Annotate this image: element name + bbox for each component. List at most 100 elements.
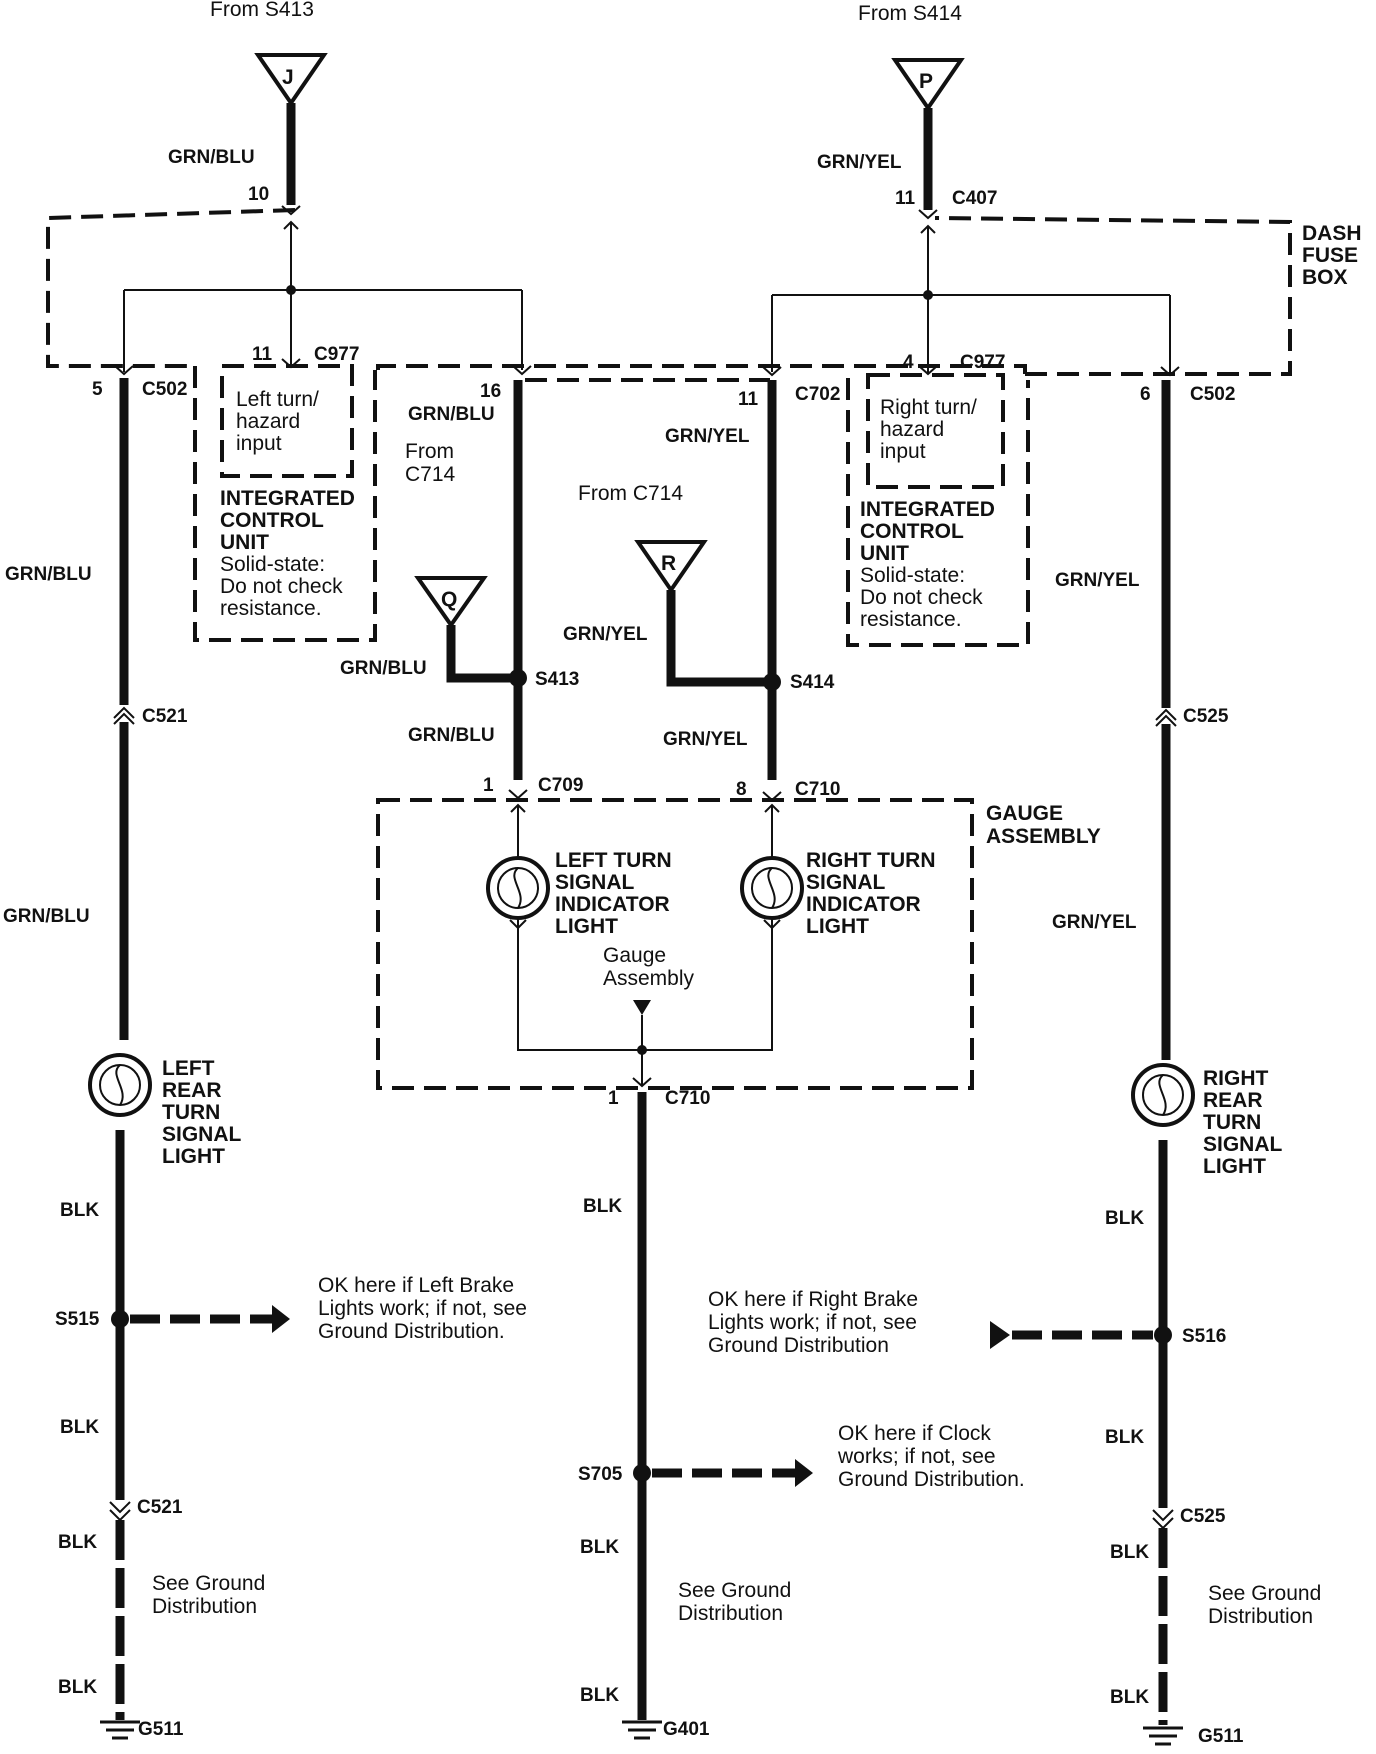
bulb-filament-curve (1158, 1074, 1167, 1116)
bulb-filament-curve (767, 867, 776, 909)
note-clock-1: OK here if Clock (838, 1422, 991, 1445)
wire-label-grn-yel-right-2: GRN/YEL (1052, 912, 1137, 933)
arrow-up (920, 224, 936, 234)
right-icu-note-1: Solid-state: (860, 564, 965, 587)
c710-lower-label: C710 (665, 1088, 710, 1109)
note-clock-2: works; if not, see (837, 1445, 996, 1468)
left-icu-note-2: Do not check (220, 575, 343, 598)
s515-splice (111, 1310, 129, 1328)
wire-label-blk-right-1: BLK (1105, 1208, 1144, 1229)
ground-symbol-left (100, 1720, 140, 1740)
gauge-wire (510, 803, 780, 1051)
note-right-brake-2: Lights work; if not, see (708, 1311, 917, 1334)
pin-1-c709: 1 (483, 775, 494, 796)
right-icu-title-1: INTEGRATED (860, 498, 995, 521)
pin-10: 10 (248, 184, 269, 205)
left-icu-note-3: resistance. (220, 597, 322, 620)
right-icu-outline (846, 378, 1030, 647)
pin-5: 5 (92, 379, 103, 400)
s705-label: S705 (578, 1464, 623, 1485)
s516-label: S516 (1182, 1326, 1226, 1347)
connector-r-triangle (634, 540, 708, 594)
s413-label: S413 (535, 669, 579, 690)
c977-right-label: C977 (960, 352, 1005, 373)
bulb-filament-curve (513, 867, 522, 909)
left-indicator-2: SIGNAL (555, 871, 635, 894)
connector-chevron (918, 209, 938, 220)
c710-upper-label: C710 (795, 779, 840, 800)
splice-dot (923, 290, 933, 300)
c525-upper-label: C525 (1183, 706, 1229, 727)
right-icu-title-3: UNIT (860, 542, 909, 565)
connector-j-triangle (254, 53, 328, 107)
connector-c521-lower (109, 1501, 131, 1522)
left-icu-title-2: CONTROL (220, 509, 324, 532)
g511-right-label: G511 (1198, 1726, 1244, 1747)
connector-chevron (918, 365, 938, 376)
from-s413-label: From S413 (210, 0, 314, 21)
right-icu-note-3: resistance. (860, 608, 962, 631)
s413-splice (509, 669, 527, 687)
wire-label-grn-blu-left-1: GRN/BLU (5, 564, 92, 585)
pin-11-c702: 11 (738, 389, 759, 410)
wire-label-grn-yel-lower: GRN/YEL (663, 729, 748, 750)
wire-label-blk-left-4: BLK (58, 1677, 97, 1698)
splice-dot (286, 285, 296, 295)
splice-dot (637, 1045, 647, 1055)
pin-11-c407: 11 (895, 188, 916, 209)
c709-label: C709 (538, 775, 583, 796)
left-input-line-3: input (236, 432, 282, 455)
left-indicator-4: LIGHT (555, 915, 618, 938)
connector-chevron (508, 789, 528, 800)
connector-q-triangle (414, 576, 488, 629)
left-icu-outline (193, 366, 377, 642)
bulb-filament-curve (115, 1064, 124, 1106)
connector-c521-upper (113, 706, 135, 725)
wire-label-grn-blu-lower: GRN/BLU (408, 725, 495, 746)
wire-label-blk-left-3: BLK (58, 1532, 97, 1553)
left-rear-light-2: REAR (162, 1079, 222, 1102)
right-input-box (866, 373, 1005, 489)
left-icu-title-3: UNIT (220, 531, 269, 554)
arrow-left (272, 1305, 290, 1333)
note-right-brake-1: OK here if Right Brake (708, 1288, 918, 1311)
right-icu-note-2: Do not check (860, 586, 983, 609)
arrow-up (283, 220, 299, 230)
connector-chevron (762, 366, 782, 377)
pin-11-c977: 11 (252, 344, 273, 365)
wire-label-blk-right-4: BLK (1110, 1687, 1149, 1708)
note-right-brake-3: Ground Distribution (708, 1334, 889, 1357)
wire-label-grn-yel-right-1: GRN/YEL (1055, 570, 1140, 591)
note-left-brake-1: OK here if Left Brake (318, 1274, 514, 1297)
s705-splice (633, 1464, 651, 1482)
see-ground-right-2: Distribution (1208, 1605, 1313, 1628)
wire-r (666, 590, 772, 687)
from-c714-left-2: C714 (405, 463, 456, 486)
wire-label-grn-blu-inner: GRN/BLU (408, 404, 495, 425)
from-c714-right: From C714 (578, 482, 683, 505)
wire-label-blk-left-1: BLK (60, 1200, 99, 1221)
wire-label-blk-center-1: BLK (583, 1196, 622, 1217)
wire-label-grn-blu-top: GRN/BLU (168, 147, 255, 168)
wire-label-blk-center-3: BLK (580, 1685, 619, 1706)
fuse-box-wire-left (123, 222, 523, 372)
c702-label: C702 (795, 384, 840, 405)
pin-1-c710: 1 (608, 1088, 619, 1109)
wire-label-blk-right-3: BLK (1110, 1542, 1149, 1563)
connector-p-letter: P (919, 70, 933, 93)
right-input-line-3: input (880, 440, 926, 463)
connector-c525-upper (1155, 708, 1177, 727)
s516-splice (1154, 1326, 1172, 1344)
left-indicator-1: LEFT TURN (555, 849, 672, 872)
note-left-brake-3: Ground Distribution. (318, 1320, 505, 1343)
right-rear-light-5: LIGHT (1203, 1155, 1266, 1178)
right-rear-light-2: REAR (1203, 1089, 1263, 1112)
see-ground-center-1: See Ground (678, 1579, 791, 1602)
left-icu-note-1: Solid-state: (220, 553, 325, 576)
connector-chevron (512, 365, 532, 376)
gauge-assembly-outline (376, 798, 974, 1090)
right-rear-light-3: TURN (1203, 1111, 1261, 1134)
fuse-box-wire-right (771, 226, 1171, 375)
gauge-assembly-label-2: ASSEMBLY (986, 825, 1101, 848)
